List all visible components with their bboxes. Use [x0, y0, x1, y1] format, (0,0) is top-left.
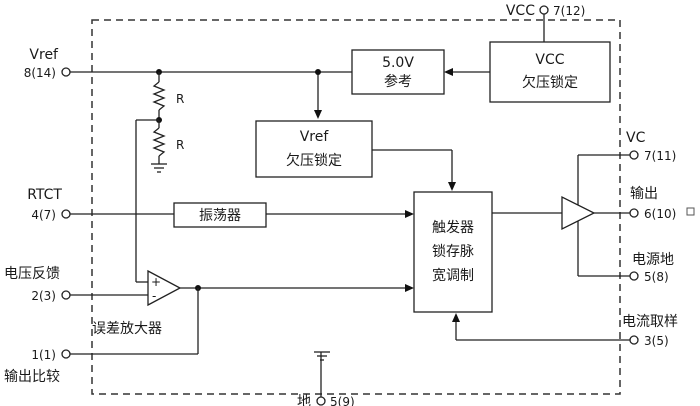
error-amplifier	[147, 269, 182, 307]
pin-power-gnd-name: 电源地	[632, 252, 674, 268]
vref-uvlo-block	[255, 120, 373, 178]
pin-rtct	[61, 209, 71, 219]
pin-output	[629, 208, 639, 218]
pwm-latch-block	[413, 191, 493, 313]
amp-plus-sign: +	[151, 275, 161, 289]
pin-vcc	[539, 5, 549, 15]
pin-power-gnd-num: 5(8)	[644, 270, 669, 284]
arrow-to-vref-uvlo	[314, 110, 322, 119]
vcc-uvlo-line1: VCC	[535, 52, 564, 68]
amp-minus-sign: -	[152, 289, 156, 303]
pin-comp-num: 1(1)	[31, 348, 56, 362]
pin-output-name: 输出	[630, 186, 658, 202]
pwm-line2: 锁存脉	[432, 244, 474, 260]
resistor-r1	[152, 81, 166, 111]
pin-vc-name: VC	[626, 130, 646, 146]
pin-gnd-num: 5(9)	[330, 395, 355, 406]
pin-feedback-name: 电压反馈	[4, 266, 60, 282]
oscillator-block	[173, 202, 267, 228]
pin-power-gnd	[629, 271, 639, 281]
resistor-r2	[152, 127, 166, 157]
stray-square-mark	[686, 207, 695, 216]
pwm-line3: 宽调制	[432, 267, 474, 284]
pin-gnd	[316, 396, 326, 406]
vcc-uvlo-line2: 欠压锁定	[522, 75, 578, 91]
pin-vref	[61, 67, 71, 77]
pin-vc-num: 7(11)	[644, 149, 676, 163]
pin-feedback-num: 2(3)	[31, 289, 56, 303]
ref-5v-block	[351, 49, 445, 95]
resistor-r2-label: R	[176, 138, 184, 152]
vcc-uvlo-block	[489, 41, 611, 103]
ref-block-line2: 参考	[384, 73, 412, 90]
junction-vref-uvlo	[315, 69, 321, 75]
pin-vc	[629, 150, 639, 160]
pin-vcc-name: VCC	[506, 3, 535, 19]
pin-gnd-name: 地	[297, 394, 311, 406]
pin-current-sense	[629, 335, 639, 345]
resistor-r1-label: R	[176, 92, 184, 106]
arrow-to-ref	[444, 68, 453, 76]
pin-vref-num: 8(14)	[24, 66, 56, 80]
oscillator-label: 振荡器	[199, 208, 241, 224]
pwm-line1: 触发器	[432, 220, 474, 236]
pin-feedback	[61, 290, 71, 300]
chip-boundary	[91, 19, 621, 395]
pin-vref-name: Vref	[29, 47, 59, 63]
pin-output-num: 6(10)	[644, 207, 676, 221]
vref-uvlo-line2: 欠压锁定	[286, 153, 342, 169]
pin-comp-name: 输出比较	[4, 369, 60, 385]
pin-comp	[61, 349, 71, 359]
vref-uvlo-line1: Vref	[300, 129, 330, 145]
pin-rtct-name: RTCT	[27, 187, 62, 203]
error-amp-label: 误差放大器	[92, 321, 162, 337]
pin-vcc-num: 7(12)	[553, 4, 585, 18]
pin-rtct-num: 4(7)	[31, 208, 56, 222]
pin-current-sense-name: 电流取样	[622, 314, 678, 330]
pin-current-sense-num: 3(5)	[644, 334, 669, 348]
ref-block-line1: 5.0V	[382, 55, 414, 71]
